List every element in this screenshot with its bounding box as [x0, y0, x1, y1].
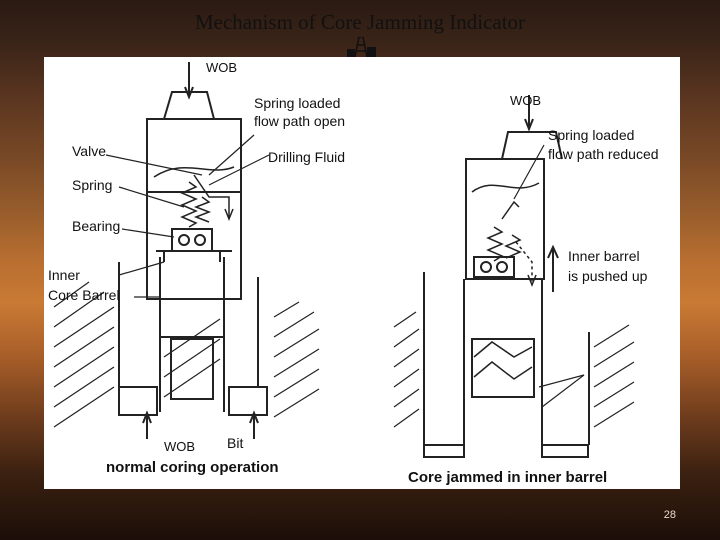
- spring-label: Spring: [72, 177, 113, 193]
- flow-path-open-label: flow path open: [254, 113, 346, 129]
- wob-label-left-bottom: WOB: [164, 439, 196, 454]
- diagram-panel: WOB Spring loaded flow path open Valve D…: [44, 57, 680, 489]
- bearing-label: Bearing: [72, 218, 121, 234]
- slide-number: 28: [663, 509, 676, 521]
- drilling-rig-icon: [347, 37, 376, 57]
- core-jammed-caption: Core jammed in inner barrel: [408, 469, 608, 486]
- valve-label: Valve: [72, 143, 106, 159]
- bit-label: Bit: [227, 435, 244, 451]
- inner-label: Inner: [48, 267, 80, 283]
- drilling-fluid-label: Drilling Fluid: [268, 149, 346, 165]
- wob-label-left-top: WOB: [206, 60, 238, 75]
- slide-title: Mechanism of Core Jamming Indicator: [194, 10, 526, 34]
- flow-path-reduced-label: flow path reduced: [548, 146, 659, 162]
- core-barrel-label: Core Barrel: [48, 287, 120, 303]
- spring-loaded-label-right: Spring loaded: [548, 127, 635, 143]
- core-jamming-diagram: [53, 62, 635, 458]
- wob-label-right-top: WOB: [510, 93, 542, 108]
- spring-loaded-label-left: Spring loaded: [254, 95, 341, 111]
- pushed-up-label: is pushed up: [568, 268, 648, 284]
- inner-barrel-label: Inner barrel: [568, 248, 640, 264]
- normal-coring-caption: normal coring operation: [106, 459, 279, 476]
